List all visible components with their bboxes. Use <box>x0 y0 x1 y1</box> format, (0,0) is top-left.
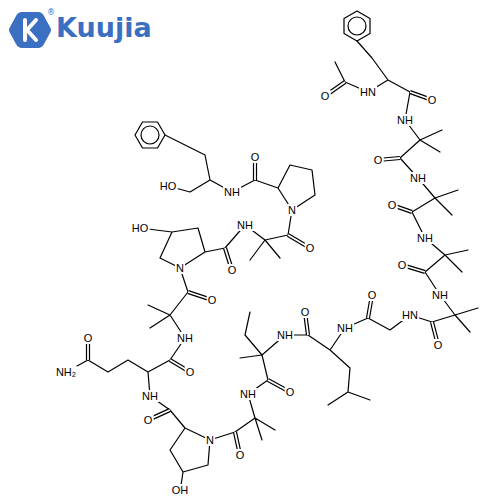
atom-label: O <box>305 242 316 254</box>
atom-label: OH <box>171 484 190 496</box>
atom-label: O <box>185 366 196 378</box>
atom-label: NH <box>236 219 254 231</box>
atom-label: O <box>433 339 444 351</box>
atom-label: O <box>207 294 218 306</box>
atom-label: HN <box>401 309 419 321</box>
atom-label: O <box>373 154 384 166</box>
atom-label: NH <box>239 388 257 400</box>
atom-label: O <box>300 306 311 318</box>
atom-label: O <box>83 332 94 344</box>
atom-label: HN <box>359 86 377 98</box>
atom-label: NH₂ <box>55 366 77 378</box>
logo-text: Kuujia <box>56 13 152 43</box>
atom-label: O <box>427 94 438 106</box>
atom-label: NH <box>336 322 354 334</box>
atom-label: O <box>397 259 408 271</box>
atom-label: O <box>227 264 238 276</box>
atom-label: NH <box>416 232 434 244</box>
atom-label: NH <box>431 289 449 301</box>
atom-label: N <box>175 262 185 274</box>
atom-label: N <box>205 434 215 446</box>
atom-label: NH <box>223 186 241 198</box>
atom-label: O <box>235 449 246 461</box>
atom-label: N <box>287 204 297 216</box>
atom-label: O <box>143 414 154 426</box>
bonds <box>66 11 478 492</box>
atom-label: NH <box>176 332 194 344</box>
atom-label: NH <box>409 172 427 184</box>
atom-label: O <box>250 151 261 163</box>
atom-label: HO <box>131 222 150 234</box>
atom-label: O <box>320 90 331 102</box>
atom-label: NH <box>396 114 414 126</box>
atom-label: O <box>387 199 398 211</box>
atom-label: NH <box>141 390 159 402</box>
registered-mark: ® <box>47 8 55 17</box>
logo-icon <box>9 12 51 48</box>
atom-label: HO <box>159 180 178 192</box>
atom-label: O <box>285 386 296 398</box>
atom-label: O <box>367 289 378 301</box>
atom-label: NH <box>276 329 294 341</box>
